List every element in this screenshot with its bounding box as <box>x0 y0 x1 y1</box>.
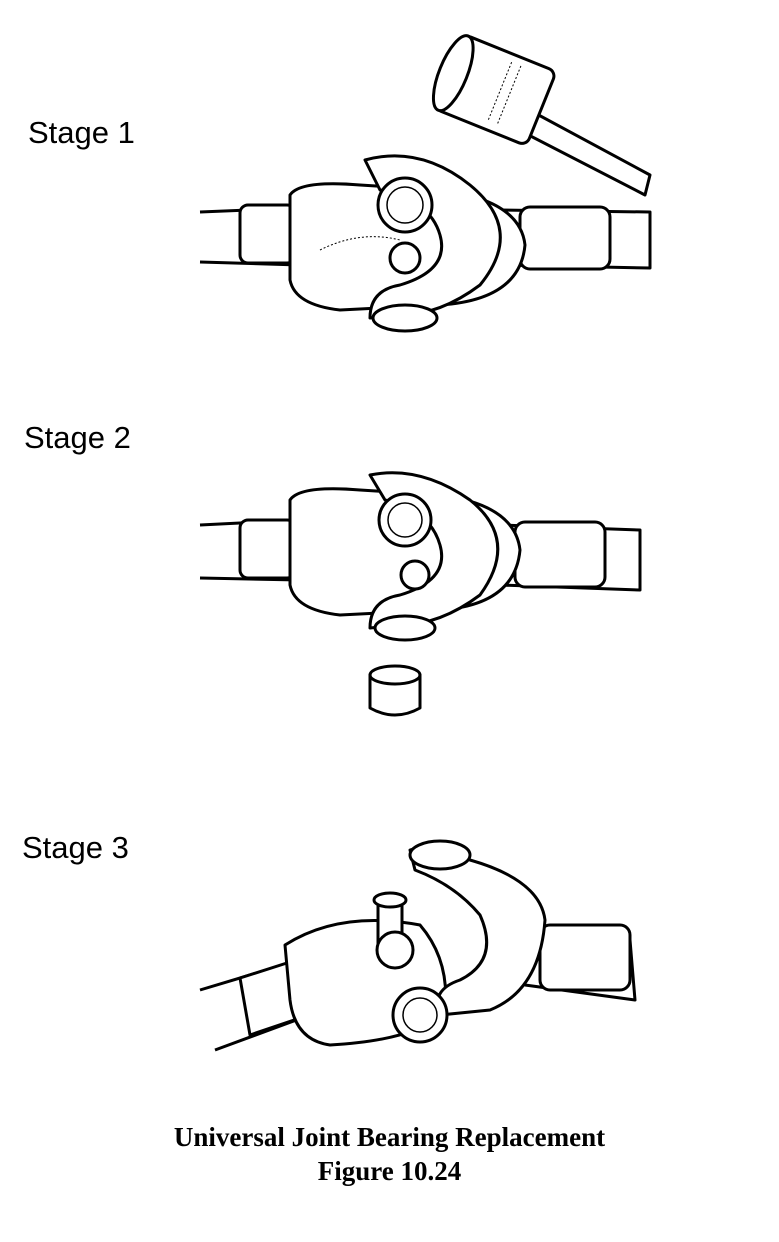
caption-title: Universal Joint Bearing Replacement <box>173 1122 606 1152</box>
stage-1-label: Stage 1 <box>28 115 135 150</box>
spider-trunnion <box>372 891 415 970</box>
figure-caption: Universal Joint Bearing Replacement Figu… <box>0 1120 779 1188</box>
bearing-cap <box>368 664 422 717</box>
caption-figure-number: Figure 10.24 <box>317 1156 462 1186</box>
stage-1-drawing <box>199 34 652 333</box>
stage-3-drawing <box>199 839 637 1052</box>
hammer <box>431 34 652 197</box>
stage-2-label: Stage 2 <box>24 420 131 455</box>
stage-3-label: Stage 3 <box>22 830 129 865</box>
stage-2-drawing <box>199 471 642 717</box>
